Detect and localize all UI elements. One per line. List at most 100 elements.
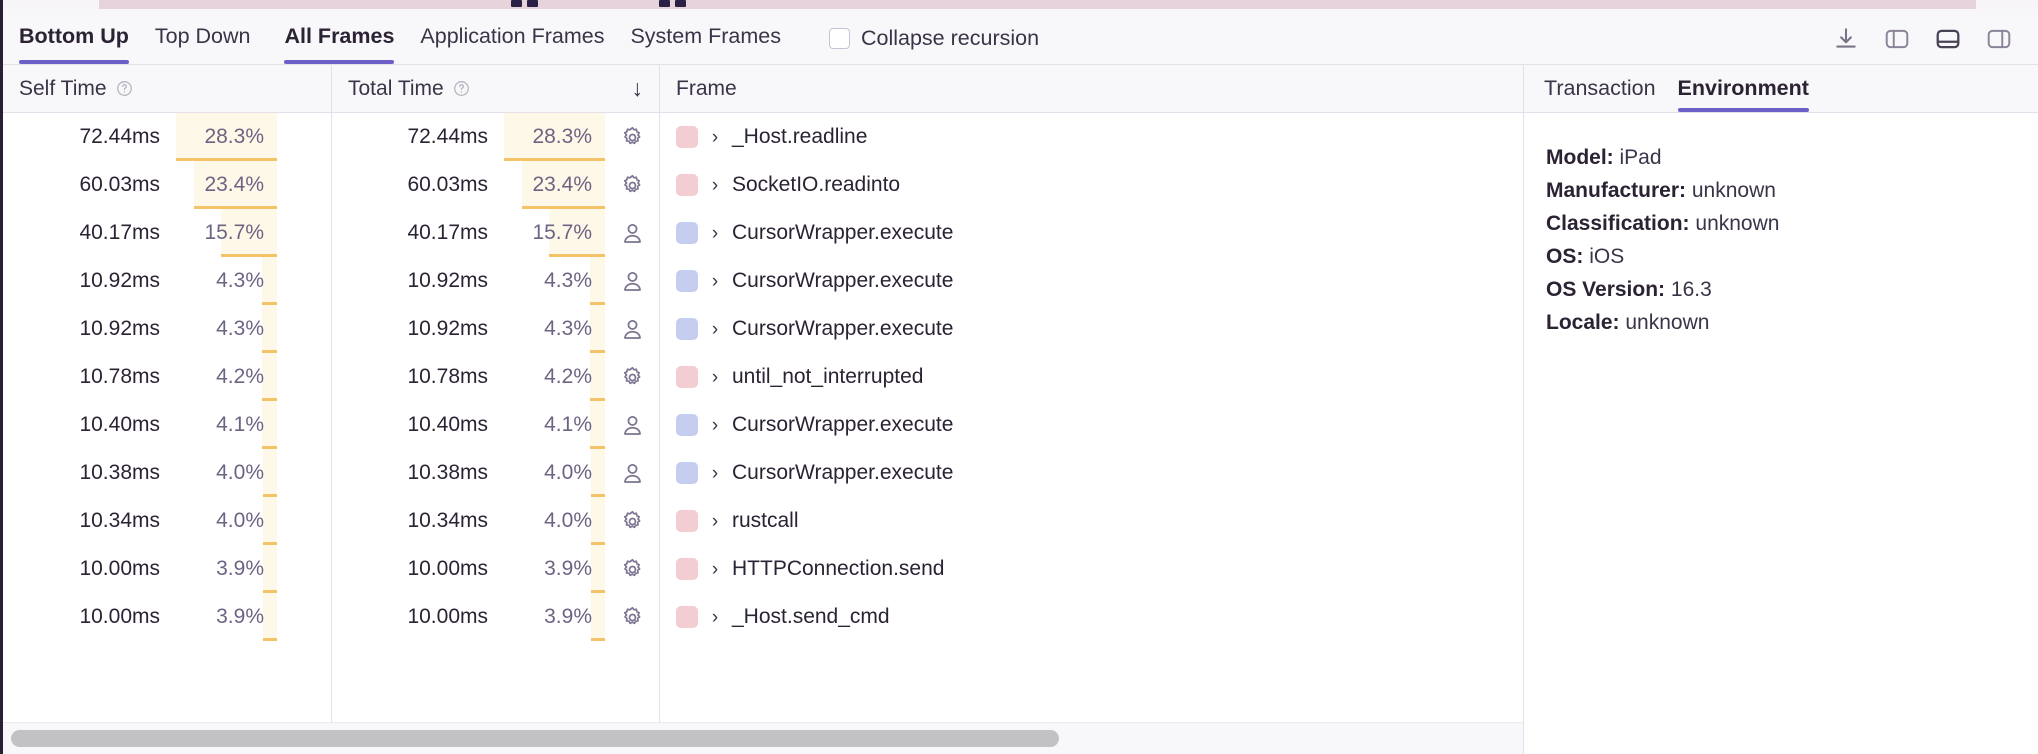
- frame-type-icon-wrap[interactable]: [605, 509, 659, 534]
- table-row[interactable]: 72.44ms28.3%: [3, 113, 331, 161]
- column-header-self-time[interactable]: Self Time: [3, 65, 332, 112]
- environment-row: OS: iOS: [1546, 240, 2016, 273]
- table-row[interactable]: ›until_not_interrupted: [660, 353, 1523, 401]
- frame-type-icon-wrap[interactable]: [605, 461, 659, 486]
- frame-type-icon-wrap[interactable]: [605, 125, 659, 150]
- layout-left-panel-button[interactable]: [1884, 26, 1910, 52]
- tab-transaction-label: Transaction: [1544, 76, 1656, 100]
- table-row[interactable]: 10.00ms3.9%: [332, 545, 659, 593]
- table-row[interactable]: 10.38ms4.0%: [3, 449, 331, 497]
- expand-chevron-icon[interactable]: ›: [698, 368, 732, 387]
- table-row[interactable]: 10.40ms4.1%: [3, 401, 331, 449]
- frame-type-icon-wrap[interactable]: [605, 557, 659, 582]
- tab-system-frames-label: System Frames: [630, 24, 781, 48]
- percentage-value: 4.2%: [216, 365, 264, 389]
- column-header-frame[interactable]: Frame: [660, 65, 1523, 112]
- environment-key: Classification:: [1546, 212, 1690, 235]
- expand-chevron-icon[interactable]: ›: [698, 464, 732, 483]
- tab-top-down-label: Top Down: [155, 24, 251, 48]
- table-row[interactable]: ›CursorWrapper.execute: [660, 401, 1523, 449]
- horizontal-scrollbar-thumb[interactable]: [11, 730, 1059, 747]
- frame-type-icon-wrap[interactable]: [605, 173, 659, 198]
- person-icon: [620, 269, 645, 294]
- help-icon[interactable]: [453, 80, 470, 97]
- frame-name: HTTPConnection.send: [732, 557, 944, 581]
- collapse-recursion-toggle[interactable]: Collapse recursion: [829, 28, 1039, 65]
- frame-name: CursorWrapper.execute: [732, 413, 953, 437]
- table-row[interactable]: ›CursorWrapper.execute: [660, 449, 1523, 497]
- expand-chevron-icon[interactable]: ›: [698, 272, 732, 291]
- gear-icon: [620, 509, 645, 534]
- tab-environment[interactable]: Environment: [1678, 78, 1809, 113]
- layout-bottom-panel-button[interactable]: [1935, 26, 1961, 52]
- tab-bottom-up[interactable]: Bottom Up: [19, 26, 129, 65]
- table-row[interactable]: 10.00ms3.9%: [3, 593, 331, 641]
- expand-chevron-icon[interactable]: ›: [698, 224, 732, 243]
- table-row[interactable]: ›HTTPConnection.send: [660, 545, 1523, 593]
- numeric-cell: 10.40ms4.1%: [332, 401, 659, 449]
- table-row[interactable]: ›rustcall: [660, 497, 1523, 545]
- frame-cell: ›rustcall: [660, 497, 799, 545]
- table-row[interactable]: 60.03ms23.4%: [332, 161, 659, 209]
- expand-chevron-icon[interactable]: ›: [698, 560, 732, 579]
- table-row[interactable]: 72.44ms28.3%: [332, 113, 659, 161]
- frame-name: _Host.send_cmd: [732, 605, 890, 629]
- table-header-row: Self Time Total Time: [3, 65, 1523, 113]
- expand-chevron-icon[interactable]: ›: [698, 176, 732, 195]
- table-row[interactable]: ›CursorWrapper.execute: [660, 209, 1523, 257]
- table-row[interactable]: 10.92ms4.3%: [3, 257, 331, 305]
- expand-chevron-icon[interactable]: ›: [698, 512, 732, 531]
- frame-type-icon-wrap[interactable]: [605, 317, 659, 342]
- expand-chevron-icon[interactable]: ›: [698, 608, 732, 627]
- tab-all-frames[interactable]: All Frames: [284, 26, 394, 65]
- numeric-cell: 10.00ms3.9%: [3, 545, 331, 593]
- numeric-cell: 10.00ms3.9%: [332, 593, 659, 641]
- table-row[interactable]: 10.34ms4.0%: [332, 497, 659, 545]
- frame-cell: ›CursorWrapper.execute: [660, 401, 953, 449]
- tab-system-frames[interactable]: System Frames: [630, 26, 781, 65]
- download-button[interactable]: [1833, 26, 1859, 52]
- duration-value: 10.92ms: [3, 317, 176, 341]
- table-row[interactable]: 10.00ms3.9%: [3, 545, 331, 593]
- table-row[interactable]: 10.92ms4.3%: [3, 305, 331, 353]
- table-row[interactable]: 40.17ms15.7%: [3, 209, 331, 257]
- frame-type-icon-wrap[interactable]: [605, 413, 659, 438]
- table-row[interactable]: 10.00ms3.9%: [332, 593, 659, 641]
- layout-right-panel-button[interactable]: [1986, 26, 2012, 52]
- table-row[interactable]: 40.17ms15.7%: [332, 209, 659, 257]
- table-row[interactable]: ›_Host.send_cmd: [660, 593, 1523, 641]
- table-row[interactable]: 10.34ms4.0%: [3, 497, 331, 545]
- table-row[interactable]: ›SocketIO.readinto: [660, 161, 1523, 209]
- table-row[interactable]: 10.78ms4.2%: [332, 353, 659, 401]
- frame-type-icon-wrap[interactable]: [605, 365, 659, 390]
- column-header-total-time[interactable]: Total Time ↓: [332, 65, 660, 112]
- frame-type-icon-wrap[interactable]: [605, 269, 659, 294]
- help-icon[interactable]: [116, 80, 133, 97]
- table-row[interactable]: 60.03ms23.4%: [3, 161, 331, 209]
- sort-descending-icon[interactable]: ↓: [632, 77, 644, 100]
- tab-application-frames[interactable]: Application Frames: [420, 26, 604, 65]
- expand-chevron-icon[interactable]: ›: [698, 320, 732, 339]
- table-row[interactable]: ›CursorWrapper.execute: [660, 305, 1523, 353]
- table-row[interactable]: 10.38ms4.0%: [332, 449, 659, 497]
- frame-cell: ›CursorWrapper.execute: [660, 449, 953, 497]
- table-row[interactable]: 10.92ms4.3%: [332, 305, 659, 353]
- frame-type-icon-wrap[interactable]: [605, 221, 659, 246]
- tab-transaction[interactable]: Transaction: [1544, 78, 1656, 113]
- tab-top-down[interactable]: Top Down: [155, 26, 251, 65]
- table-row[interactable]: 10.40ms4.1%: [332, 401, 659, 449]
- duration-value: 10.00ms: [332, 557, 504, 581]
- collapse-recursion-checkbox[interactable]: [829, 28, 850, 49]
- table-row[interactable]: ›_Host.readline: [660, 113, 1523, 161]
- expand-chevron-icon[interactable]: ›: [698, 128, 732, 147]
- table-row[interactable]: ›CursorWrapper.execute: [660, 257, 1523, 305]
- duration-value: 10.38ms: [3, 461, 176, 485]
- table-row[interactable]: 10.78ms4.2%: [3, 353, 331, 401]
- horizontal-scrollbar[interactable]: [3, 722, 1523, 754]
- expand-chevron-icon[interactable]: ›: [698, 416, 732, 435]
- frame-type-icon-wrap[interactable]: [605, 605, 659, 630]
- tab-application-frames-label: Application Frames: [420, 24, 604, 48]
- duration-value: 72.44ms: [332, 125, 504, 149]
- table-row[interactable]: 10.92ms4.3%: [332, 257, 659, 305]
